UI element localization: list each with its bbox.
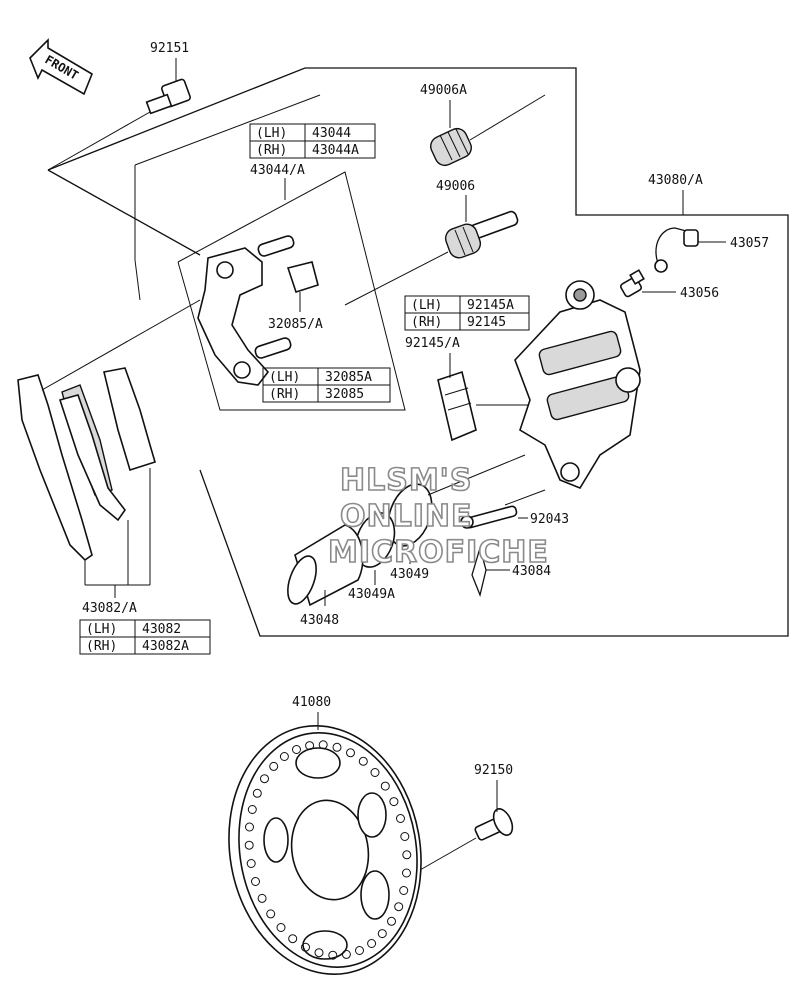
front-arrow-icon: FRONT (29, 38, 93, 96)
svg-text:(RH): (RH) (256, 143, 287, 158)
clip-32085 (286, 261, 319, 312)
label-49006A: 49006A (420, 83, 467, 98)
watermark-line-1: HLSM'S (340, 463, 472, 498)
disc-hole (355, 946, 364, 955)
label-43049: 43049 (390, 567, 429, 582)
disc-hole (358, 756, 368, 766)
svg-text:(LH): (LH) (411, 298, 442, 313)
disc-hole (292, 745, 301, 754)
label-43082A: 43082/A (82, 601, 137, 616)
svg-text:(RH): (RH) (269, 387, 300, 402)
seal-43049 (387, 454, 526, 564)
disc-hole (377, 929, 387, 939)
disc-hole (257, 893, 267, 903)
disc-hole (402, 868, 411, 878)
disc-holes (244, 740, 412, 960)
disc-hole (260, 774, 269, 784)
disc-hole (399, 886, 409, 895)
watermark-line-2: ONLINE (340, 499, 473, 534)
table-43082: (LH) 43082 (RH) 43082A (79, 619, 211, 655)
bolt-92151 (47, 58, 191, 171)
caliper-body (514, 280, 641, 489)
bolt-92150 (419, 780, 514, 871)
disc-hole (341, 949, 351, 959)
svg-text:(LH): (LH) (256, 126, 287, 141)
disc-hole (245, 822, 254, 832)
table-92145: (LH) 92145A (RH) 92145 (404, 295, 530, 331)
svg-text:92145A: 92145A (467, 298, 514, 313)
disc-hole (380, 781, 390, 791)
seal-43049A (354, 512, 396, 585)
disc-hole (387, 916, 396, 926)
fitting-43057 (654, 190, 726, 273)
disc-hole (247, 805, 257, 814)
watermark-line-3: MICROFICHE (328, 535, 549, 570)
disc-hole (346, 748, 355, 758)
disc-hole (332, 742, 342, 752)
svg-text:43082A: 43082A (142, 639, 189, 654)
disc-hole (400, 832, 410, 841)
label-92151: 92151 (150, 41, 189, 56)
svg-text:32085A: 32085A (325, 370, 372, 385)
label-43044A: 43044/A (250, 163, 305, 178)
label-43056: 43056 (680, 286, 719, 301)
disc-hole (288, 934, 298, 944)
label-43048: 43048 (300, 613, 339, 628)
table-43044: (LH) 43044 (RH) 43044A (249, 123, 376, 159)
disc-hole (276, 923, 286, 932)
disc-hole (246, 859, 256, 868)
caliper-bracket (197, 235, 295, 386)
assembly-outline (47, 67, 789, 637)
disc-hole (402, 850, 412, 860)
disc-hole (396, 814, 405, 823)
disc-hole (318, 740, 328, 750)
disc-hole (244, 840, 254, 850)
disc-hole (328, 950, 338, 960)
bracket-outline (177, 171, 406, 411)
table-32085: (LH) 32085A (RH) 32085 (262, 367, 391, 403)
label-92150: 92150 (474, 763, 513, 778)
label-32085A: 32085/A (268, 317, 323, 332)
disc-hole (266, 909, 276, 919)
svg-text:(RH): (RH) (86, 639, 117, 654)
disc-hole (251, 877, 260, 886)
pad-spring-92145 (437, 353, 540, 442)
bleeder-43056 (620, 269, 676, 298)
svg-text:43044: 43044 (312, 126, 351, 141)
svg-text:(LH): (LH) (269, 370, 300, 385)
boot-49006A (430, 94, 546, 167)
brake-pads-43082 (17, 299, 201, 598)
clip-43084 (471, 545, 510, 598)
disc-hole (305, 741, 315, 751)
svg-text:32085: 32085 (325, 387, 364, 402)
label-92043: 92043 (530, 512, 569, 527)
svg-text:(LH): (LH) (86, 622, 117, 637)
disc-hole (252, 788, 262, 798)
label-92145A: 92145/A (405, 336, 460, 351)
disc-hole (389, 797, 399, 807)
svg-text:43044A: 43044A (312, 143, 359, 158)
disc-hole (367, 939, 377, 948)
svg-text:43082: 43082 (142, 622, 181, 637)
brake-disc-41080 (228, 712, 422, 976)
piston-43048 (287, 524, 364, 607)
label-43080A: 43080/A (648, 173, 703, 188)
label-43084: 43084 (512, 564, 551, 579)
label-49006: 49006 (436, 179, 475, 194)
disc-hole (301, 942, 310, 952)
pin-92043 (460, 489, 546, 529)
boot-49006 (344, 195, 519, 306)
svg-text:92145: 92145 (467, 315, 506, 330)
label-43057: 43057 (730, 236, 769, 251)
disc-hole (370, 768, 380, 777)
label-41080: 41080 (292, 695, 331, 710)
disc-hole (269, 761, 279, 771)
watermark: HLSM'S ONLINE MICROFICHE (327, 462, 549, 571)
svg-text:(RH): (RH) (411, 315, 442, 330)
disc-hole (314, 948, 324, 958)
disc-hole (279, 752, 289, 761)
disc-hole (394, 902, 404, 912)
label-43049A: 43049A (348, 587, 395, 602)
